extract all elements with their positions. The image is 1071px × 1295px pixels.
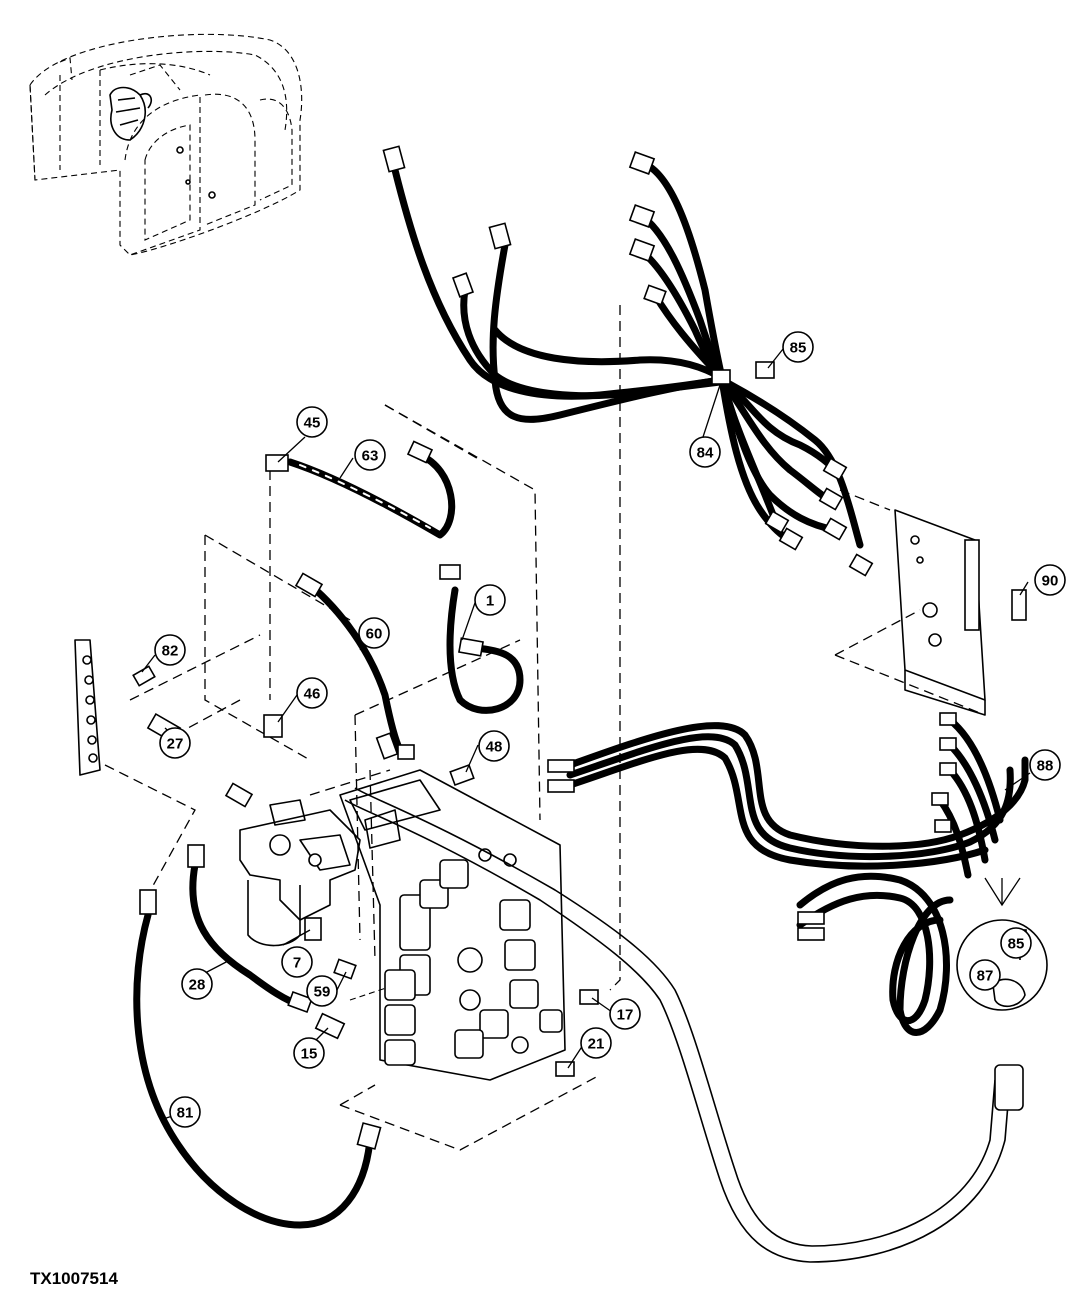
callout-48: 48 — [478, 730, 510, 762]
control-valve-block — [339, 769, 566, 1081]
filter-valve-assembly — [239, 799, 361, 947]
callout-label: 85 — [1008, 936, 1025, 953]
callout-85: 85 — [782, 331, 814, 363]
hose-60-assembly — [294, 572, 415, 760]
callout-15: 15 — [293, 1037, 325, 1069]
callout-circle — [478, 730, 510, 762]
callout-label: 7 — [293, 955, 301, 972]
callout-45: 45 — [296, 406, 328, 438]
callout-circle — [296, 406, 328, 438]
callout-circle — [1034, 564, 1066, 596]
callout-46: 46 — [296, 677, 328, 709]
return-tube — [344, 787, 1024, 1263]
callout-label: 48 — [486, 739, 503, 756]
callout-circle — [474, 584, 506, 616]
mount-bracket — [74, 639, 101, 776]
hose-63-assembly — [265, 440, 456, 539]
callout-circle — [296, 677, 328, 709]
callout-28: 28 — [181, 968, 213, 1000]
callout-60: 60 — [358, 617, 390, 649]
callout-87: 87 — [969, 959, 1001, 991]
leader-lines — [141, 348, 1031, 1121]
callout-label: 46 — [304, 686, 321, 703]
callout-label: 63 — [362, 448, 379, 465]
hose-28-assembly — [187, 844, 313, 1014]
callout-circle — [354, 439, 386, 471]
callout-label: 17 — [617, 1007, 634, 1024]
callout-label: 81 — [177, 1105, 194, 1122]
callout-circle — [281, 946, 313, 978]
callout-label: 27 — [167, 736, 184, 753]
callout-84: 84 — [689, 436, 721, 468]
hose-1-assembly — [439, 564, 524, 714]
callout-circle — [969, 959, 1001, 991]
callout-label: 84 — [697, 445, 714, 462]
callout-85: 85 — [1000, 927, 1032, 959]
callout-1: 1 — [474, 584, 506, 616]
callout-circle — [181, 968, 213, 1000]
callout-label: 82 — [162, 643, 179, 660]
callout-circle — [306, 975, 338, 1007]
callout-label: 87 — [977, 968, 994, 985]
callout-circle — [358, 617, 390, 649]
callout-circle — [782, 331, 814, 363]
callout-88: 88 — [1029, 749, 1061, 781]
callout-circle — [154, 634, 186, 666]
callout-circle — [169, 1096, 201, 1128]
callout-circle — [580, 1027, 612, 1059]
callout-label: 28 — [189, 977, 206, 994]
callout-90: 90 — [1034, 564, 1066, 596]
callout-label: 1 — [486, 593, 494, 610]
callout-59: 59 — [306, 975, 338, 1007]
upper-hose-bundle — [382, 145, 874, 577]
side-hose-bundle — [547, 712, 1029, 1036]
callout-circle — [1000, 927, 1032, 959]
callout-82: 82 — [154, 634, 186, 666]
mount-plate — [894, 509, 986, 716]
callout-81: 81 — [169, 1096, 201, 1128]
callout-27: 27 — [159, 727, 191, 759]
callout-label: 90 — [1042, 573, 1059, 590]
phantom-outlines — [104, 305, 986, 1151]
figure-id: TX1007514 — [30, 1269, 118, 1288]
cab-inset-drawing — [29, 33, 303, 256]
callout-63: 63 — [354, 439, 386, 471]
callout-circle — [293, 1037, 325, 1069]
callout-circle — [609, 998, 641, 1030]
callout-7: 7 — [281, 946, 313, 978]
callout-21: 21 — [580, 1027, 612, 1059]
callout-label: 85 — [790, 340, 807, 357]
callout-label: 88 — [1037, 758, 1054, 775]
callout-label: 60 — [366, 626, 383, 643]
hose-81-assembly — [133, 889, 382, 1229]
callout-label: 59 — [314, 984, 331, 1001]
callout-label: 21 — [588, 1036, 605, 1053]
callout-label: 45 — [304, 415, 321, 432]
callout-circle — [689, 436, 721, 468]
callout-circle — [159, 727, 191, 759]
callout-label: 15 — [301, 1046, 318, 1063]
callout-17: 17 — [609, 998, 641, 1030]
callout-circle — [1029, 749, 1061, 781]
